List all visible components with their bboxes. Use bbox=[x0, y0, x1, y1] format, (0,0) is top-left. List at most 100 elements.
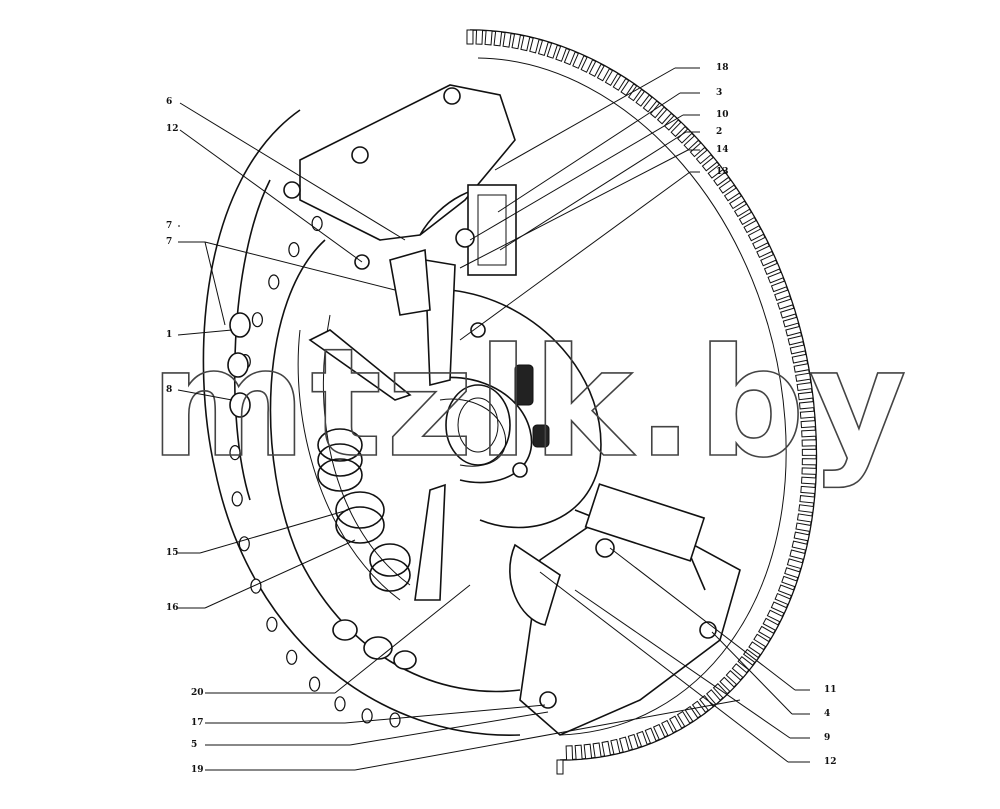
gear-tooth bbox=[777, 584, 795, 597]
gear-tooth bbox=[753, 633, 770, 648]
gear-tooth bbox=[502, 31, 512, 48]
gear-tooth bbox=[713, 171, 730, 187]
gear-tooth bbox=[798, 504, 815, 514]
gear-tooth bbox=[801, 458, 817, 466]
callout-12-top: 12 bbox=[166, 124, 179, 134]
gear-tooth bbox=[787, 335, 804, 346]
gear-tooth bbox=[737, 656, 754, 671]
ring-hole bbox=[389, 712, 401, 728]
callout-1: 1 bbox=[166, 330, 172, 340]
gear-tooth bbox=[731, 663, 748, 679]
gear-tooth bbox=[612, 74, 627, 91]
gear-tooth bbox=[475, 29, 484, 45]
callout-7-b: 7 bbox=[166, 237, 172, 247]
gear-tooth bbox=[791, 353, 808, 364]
gear-tooth bbox=[752, 236, 769, 250]
callout-20: 20 bbox=[191, 688, 204, 698]
gear-tooth bbox=[767, 271, 784, 284]
gear-tooth bbox=[546, 42, 559, 59]
gear-tooth bbox=[644, 727, 657, 745]
gear-tooth bbox=[701, 156, 718, 172]
ring-hole bbox=[231, 491, 243, 507]
callout-17: 17 bbox=[191, 718, 204, 728]
gear-tooth bbox=[537, 39, 549, 56]
gear-tooth bbox=[691, 700, 707, 717]
ring-hole bbox=[266, 616, 278, 632]
callout-12-bottom: 12 bbox=[824, 757, 837, 767]
gear-tooth bbox=[529, 37, 540, 54]
callouts-right-bottom: 11 4 9 12 bbox=[539, 547, 837, 767]
gear-tooth bbox=[793, 531, 810, 542]
gear-tooth bbox=[795, 372, 812, 382]
release-levers bbox=[308, 259, 456, 601]
gear-tooth bbox=[770, 280, 788, 293]
callout-2: 2 bbox=[716, 127, 722, 137]
gear-tooth bbox=[719, 676, 735, 693]
ring-gear bbox=[466, 29, 818, 775]
gear-tooth bbox=[747, 228, 765, 242]
gear-tooth bbox=[656, 108, 673, 125]
gear-tooth bbox=[493, 30, 503, 47]
gear-tooth bbox=[801, 429, 817, 438]
gear-tooth bbox=[572, 52, 585, 69]
ring-hole bbox=[334, 696, 346, 712]
gear-tooth bbox=[781, 575, 798, 588]
gear-tooth bbox=[610, 738, 621, 755]
gear-tooth bbox=[756, 245, 773, 258]
gear-tooth bbox=[774, 289, 791, 301]
gear-tooth bbox=[588, 60, 602, 78]
gear-tooth bbox=[777, 298, 794, 310]
callout-9: 9 bbox=[824, 733, 830, 743]
gear-tooth bbox=[511, 33, 522, 50]
pressure-springs bbox=[317, 428, 411, 592]
upper-cover-bracket bbox=[283, 84, 517, 316]
gear-tooth bbox=[801, 439, 817, 447]
gear-tooth bbox=[789, 549, 806, 560]
gear-tooth bbox=[725, 670, 742, 686]
gear-tooth bbox=[695, 149, 712, 165]
clutch-disc bbox=[429, 289, 602, 529]
callout-3: 3 bbox=[716, 88, 722, 98]
gear-tooth bbox=[729, 195, 746, 210]
gear-tooth bbox=[707, 164, 724, 179]
callout-16: 16 bbox=[166, 603, 179, 613]
gear-tooth bbox=[774, 592, 792, 606]
gear-tooth bbox=[801, 448, 817, 456]
gear-tooth bbox=[770, 601, 788, 614]
callout-15: 15 bbox=[166, 548, 179, 558]
gear-tooth bbox=[592, 742, 602, 759]
gear-tooth bbox=[563, 48, 576, 66]
ring-hole bbox=[286, 649, 298, 665]
gear-tooth bbox=[520, 35, 531, 52]
ring-hole bbox=[311, 215, 323, 232]
gear-tooth bbox=[670, 121, 686, 138]
gear-tooth bbox=[800, 476, 817, 485]
gear-tooth bbox=[795, 522, 812, 532]
gear-tooth bbox=[780, 307, 797, 319]
gear-tooth bbox=[793, 363, 810, 373]
gear-tooth bbox=[791, 540, 808, 551]
gear-tooth bbox=[789, 344, 806, 355]
gear-tooth bbox=[636, 730, 648, 748]
callout-4: 4 bbox=[824, 709, 830, 719]
gear-tooth bbox=[484, 29, 493, 46]
gear-tooth bbox=[748, 641, 765, 656]
gear-tooth bbox=[738, 211, 756, 226]
gear-tooth bbox=[580, 56, 594, 73]
callout-19: 19 bbox=[191, 765, 204, 775]
gear-tooth bbox=[574, 744, 583, 761]
gear-tooth bbox=[669, 715, 683, 733]
callout-11: 11 bbox=[824, 685, 837, 695]
gear-tooth bbox=[706, 689, 722, 706]
gear-tooth bbox=[733, 203, 751, 218]
gear-tooth bbox=[604, 69, 619, 87]
gear-tooth bbox=[661, 719, 675, 737]
gear-tooth bbox=[763, 262, 781, 275]
ring-hole bbox=[361, 708, 373, 724]
gear-tooth bbox=[635, 90, 651, 107]
ring-hole bbox=[229, 445, 241, 461]
callout-7-a: 7 bbox=[166, 221, 172, 231]
ring-hole bbox=[268, 274, 280, 290]
